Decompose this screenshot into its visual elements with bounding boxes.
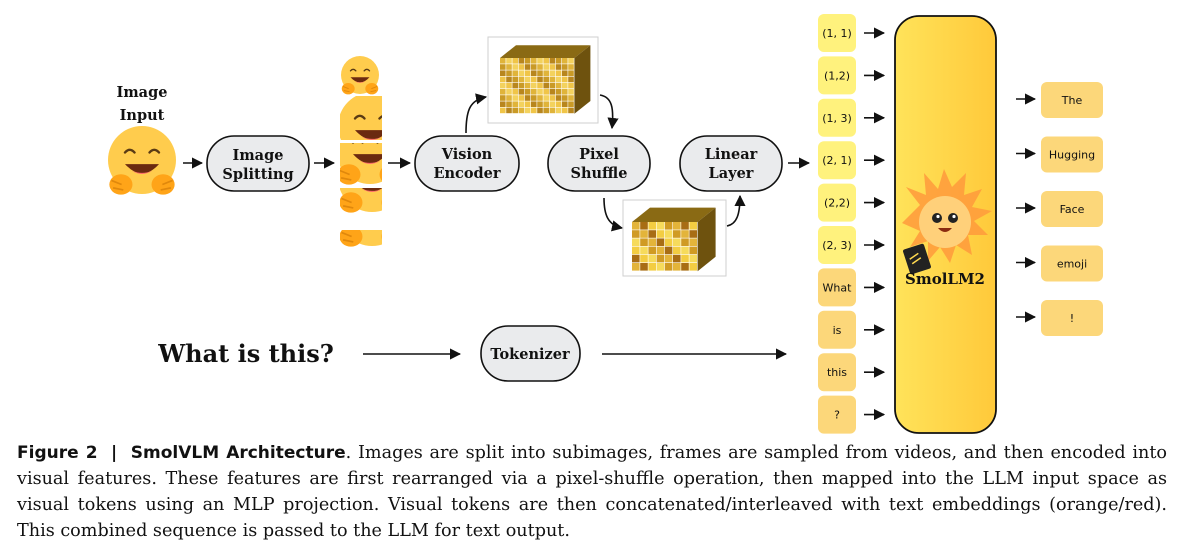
image-input-label: Image Input bbox=[117, 84, 168, 124]
input-token-column: (1, 1) (1,2) (1, 3) (2, 1) (2,2) (2, 3) What is… bbox=[818, 14, 886, 434]
output-token: Hugging bbox=[1041, 136, 1103, 173]
input-token: (2, 3) bbox=[818, 226, 856, 264]
pixel-shuffle-line-1: Pixel bbox=[579, 146, 619, 163]
image-splitting-line-2: Splitting bbox=[222, 166, 293, 183]
input-token-label: (1,2) bbox=[824, 69, 850, 82]
image-splitting-node: Image Splitting bbox=[206, 135, 310, 192]
output-token: ! bbox=[1041, 300, 1103, 336]
tokenizer-node: Tokenizer bbox=[480, 325, 581, 382]
vision-encoder-line-1: Vision bbox=[441, 146, 493, 163]
image-input-line-1: Image bbox=[117, 84, 168, 101]
caption-text: . Images are split into subimages, frame… bbox=[17, 443, 1168, 541]
input-token-label: ? bbox=[834, 409, 840, 422]
smol-mascot-icon bbox=[902, 169, 992, 275]
output-token: emoji bbox=[1041, 245, 1103, 282]
input-token-label: (2, 3) bbox=[822, 239, 852, 252]
caption-label: Figure 2 bbox=[17, 443, 98, 463]
input-token-label: this bbox=[827, 366, 847, 379]
input-token: ? bbox=[818, 395, 856, 434]
image-input-line-2: Input bbox=[120, 107, 165, 124]
caption-separator: | bbox=[111, 443, 118, 463]
input-token-label: (2, 1) bbox=[822, 154, 852, 167]
architecture-diagram: Image Input Image Splitting bbox=[0, 14, 1103, 434]
question-text: What is this? bbox=[157, 339, 334, 368]
linear-layer-node: Linear Layer bbox=[679, 135, 783, 192]
hugging-face-emoji-icon bbox=[108, 126, 176, 195]
vision-encoder-line-2: Encoder bbox=[433, 165, 500, 182]
image-splitting-line-1: Image bbox=[233, 147, 284, 164]
output-token: The bbox=[1041, 82, 1103, 118]
output-token-label: Face bbox=[1060, 203, 1085, 216]
output-token-label: Hugging bbox=[1049, 149, 1095, 162]
figure-caption: Figure 2 | SmolVLM Architecture. Images … bbox=[17, 440, 1167, 544]
tokenizer-label: Tokenizer bbox=[490, 346, 570, 363]
input-token-label: (1, 3) bbox=[822, 112, 852, 125]
vision-encoder-node: Vision Encoder bbox=[414, 135, 520, 192]
linear-layer-line-2: Layer bbox=[709, 165, 754, 182]
arrow-features-to-shuffle bbox=[599, 94, 619, 130]
output-token: Face bbox=[1041, 191, 1103, 227]
linear-layer-line-1: Linear bbox=[705, 146, 758, 163]
pixel-shuffle-line-2: Shuffle bbox=[571, 165, 628, 182]
emoji-tile-icon bbox=[341, 56, 379, 94]
arrow-shuffle-to-cube bbox=[603, 197, 624, 232]
arrow-encoder-to-features bbox=[465, 93, 488, 134]
input-token: is bbox=[818, 310, 856, 349]
input-token: this bbox=[818, 353, 856, 392]
input-token: (1,2) bbox=[818, 56, 856, 95]
caption-title: SmolVLM Architecture bbox=[130, 443, 346, 463]
input-token: (1, 3) bbox=[818, 98, 856, 137]
input-token-label: What bbox=[823, 281, 853, 294]
voxel-cube-icon bbox=[487, 36, 599, 124]
input-token: What bbox=[818, 268, 856, 307]
input-token-label: (2,2) bbox=[824, 197, 850, 210]
llm-label: SmolLM2 bbox=[905, 270, 985, 288]
pixel-shuffle-node: Pixel Shuffle bbox=[547, 135, 651, 192]
input-token: (2,2) bbox=[818, 183, 856, 222]
input-token: (2, 1) bbox=[818, 141, 856, 180]
output-token-label: The bbox=[1061, 94, 1083, 107]
output-token-label: emoji bbox=[1057, 258, 1087, 271]
arrow-cube-to-linear bbox=[726, 194, 746, 227]
split-tiles bbox=[336, 56, 406, 247]
voxel-cube-icon bbox=[622, 199, 727, 277]
output-token-label: ! bbox=[1070, 312, 1074, 325]
input-token-label: (1, 1) bbox=[822, 27, 852, 40]
input-token-label: is bbox=[833, 324, 842, 337]
input-token: (1, 1) bbox=[818, 14, 856, 52]
llm-block: SmolLM2 bbox=[894, 15, 997, 434]
